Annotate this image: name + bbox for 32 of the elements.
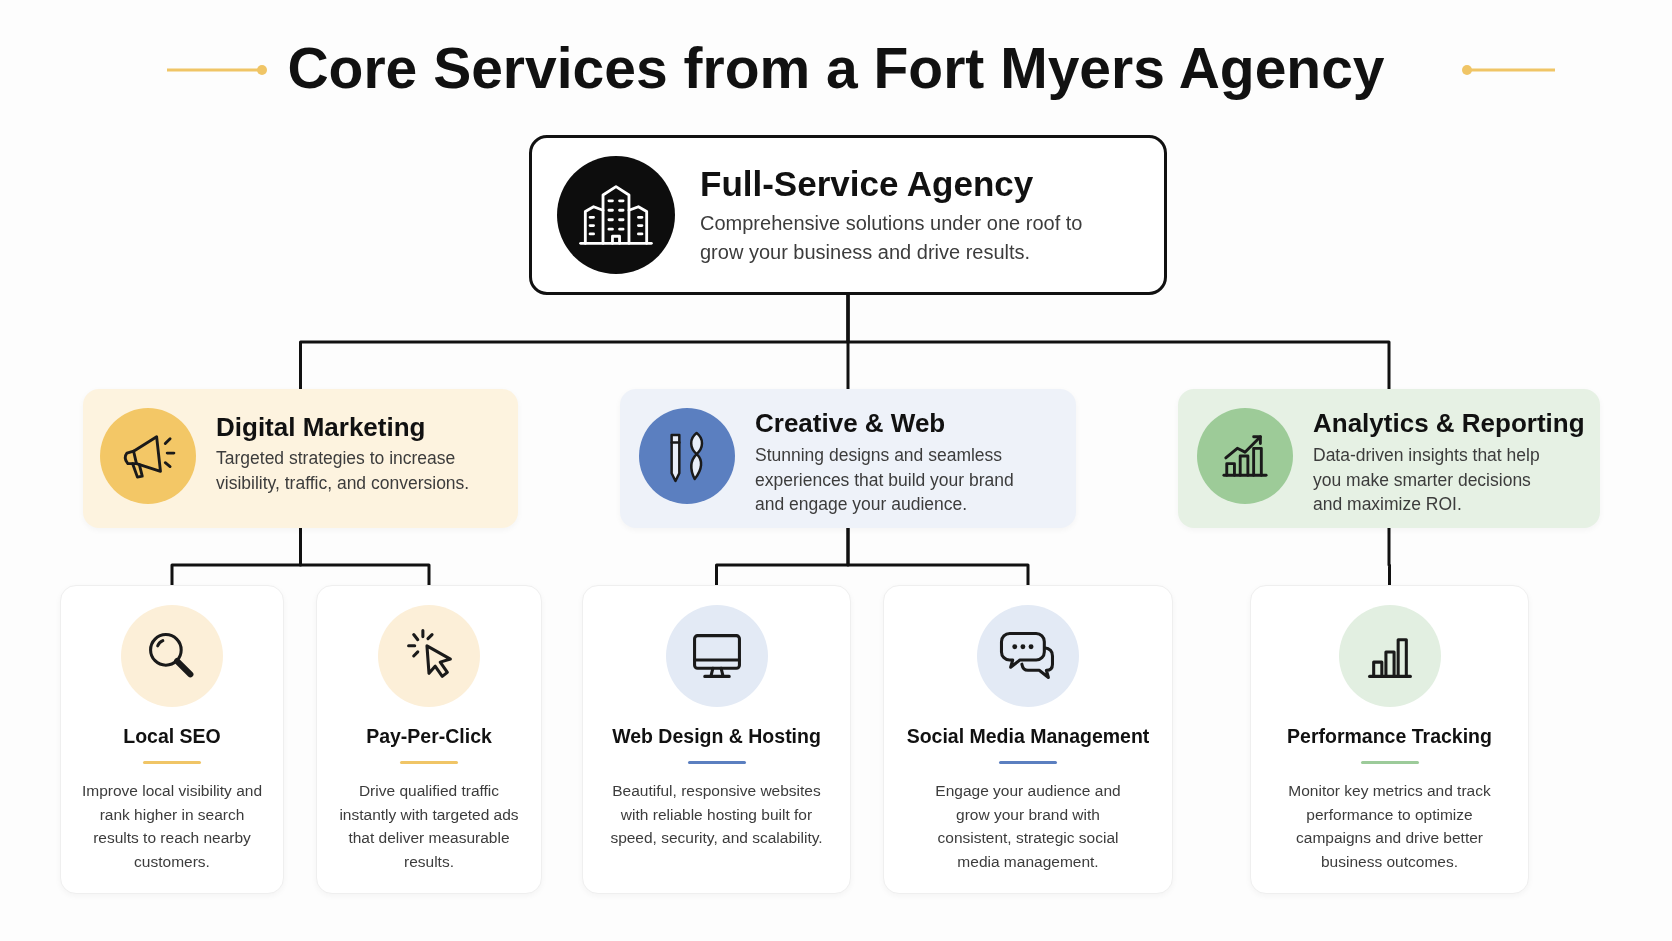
category-card — [620, 389, 1076, 528]
node-description: Data-driven insights that help you make smarter decisions and maximize ROI. — [1313, 444, 1541, 516]
node-title: Creative & Web — [755, 408, 946, 438]
service-card — [316, 585, 542, 894]
node-title: Full-Service Agency — [700, 164, 1034, 204]
service-card — [883, 585, 1173, 894]
node-title: Local SEO — [123, 724, 221, 748]
connector-line — [1387, 528, 1391, 585]
service-card — [582, 585, 851, 894]
agency-box — [529, 135, 1167, 295]
node-title: Performance Tracking — [1287, 724, 1492, 748]
node-title: Web Design & Hosting — [612, 724, 821, 748]
node-title: Pay-Per-Click — [366, 724, 492, 748]
service-card — [60, 585, 284, 894]
node-description: Engage your audience and grow your brand with consistent, strategic social media management. — [934, 781, 1122, 872]
connector-line — [846, 528, 1030, 585]
node-description: Targeted strategies to increase visibility, traffic, and conversions. — [216, 447, 471, 495]
node-description: Comprehensive solutions under one roof to grow your business and drive results. — [700, 211, 1084, 265]
node-description: Stunning designs and seamless experiences that build your brand and engage your audience. — [755, 444, 1015, 516]
node-title: Social Media Management — [906, 724, 1150, 748]
service-card — [1250, 585, 1529, 894]
diagram-title: Core Services from a Fort Myers Agency — [287, 38, 1385, 98]
node-description: Monitor key metrics and track performance to optimize campaigns and drive better business outcomes. — [1287, 781, 1492, 872]
node-title: Analytics & Reporting — [1313, 408, 1585, 438]
node-description: Drive qualified traffic instantly with targeted ads that deliver measurable results. — [338, 781, 520, 872]
node-title: Digital Marketing — [216, 412, 426, 442]
category-card — [83, 389, 518, 528]
category-card — [1178, 389, 1600, 528]
node-description: Improve local visibility and rank higher in search results to reach nearby customers. — [80, 781, 263, 872]
connector-line — [299, 528, 431, 585]
node-description: Beautiful, responsive websites with reliable hosting built for speed, security, and scalability. — [609, 781, 824, 848]
connector-line — [846, 295, 1391, 389]
